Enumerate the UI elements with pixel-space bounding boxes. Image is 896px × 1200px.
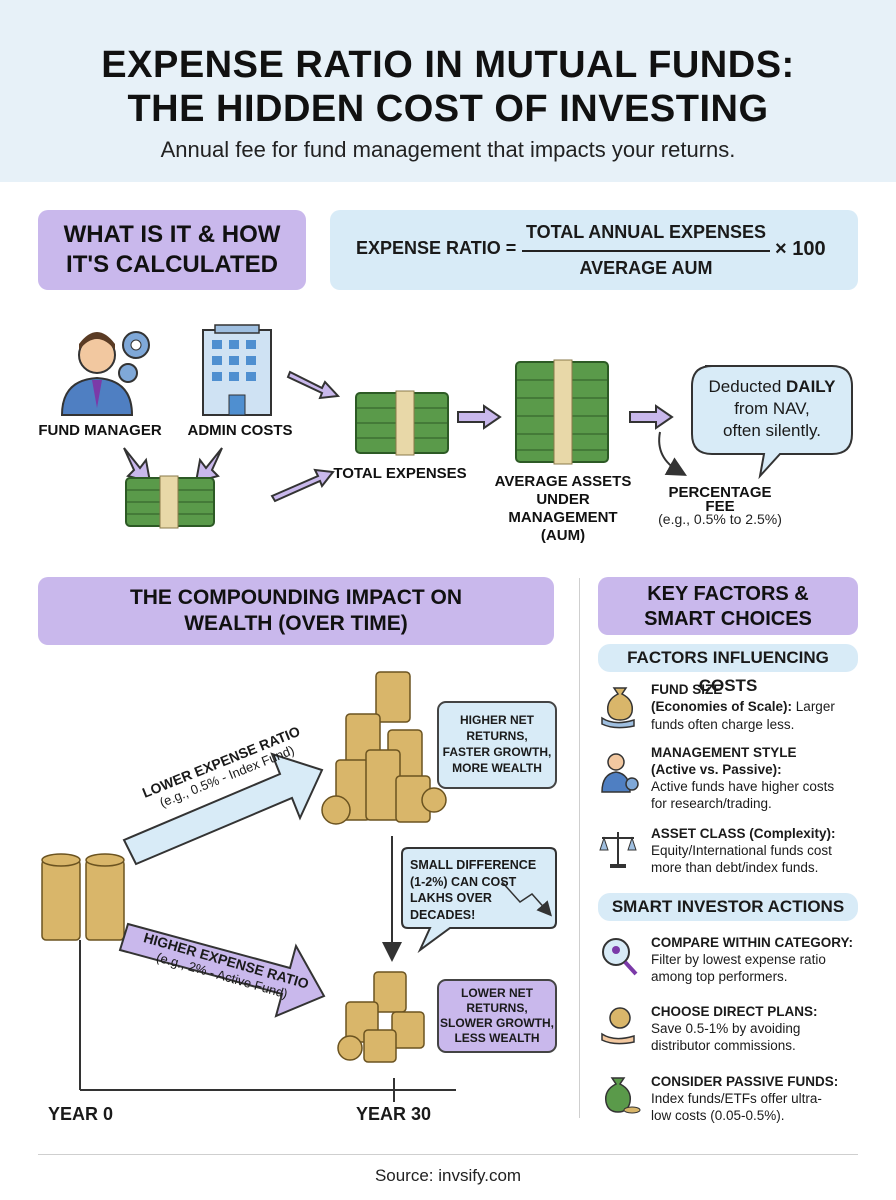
- bubble-line-3: often silently.: [723, 421, 821, 440]
- pct-fee-example: (e.g., 0.5% to 2.5%): [658, 511, 782, 527]
- money-stack-aum-icon: [515, 359, 609, 465]
- factor-3-title: ASSET CLASS (Complexity):: [651, 826, 836, 841]
- factor-management-style: MANAGEMENT STYLE (Active vs. Passive): A…: [651, 744, 861, 812]
- higher-returns-line-1: HIGHER NET: [459, 713, 534, 727]
- impact-heading-line-2: WEALTH (OVER TIME): [184, 612, 408, 635]
- factor-1-title: FUND SIZE: [651, 682, 723, 697]
- action-compare: COMPARE WITHIN CATEGORY: Filter by lowes…: [651, 934, 866, 985]
- coins-high-growth-icon: [321, 671, 447, 825]
- magnifier-person-icon: [602, 938, 638, 976]
- small-diff-line-1: SMALL DIFFERENCE: [410, 858, 537, 872]
- calc-heading-line-2: IT'S CALCULATED: [66, 251, 278, 278]
- impact-illustration: [41, 671, 557, 1102]
- title-line-1: EXPENSE RATIO IN MUTUAL FUNDS:: [101, 44, 795, 86]
- header-band: [0, 0, 896, 182]
- coins-year0-icon: [41, 853, 125, 941]
- action-2-desc2: distributor commissions.: [651, 1038, 796, 1053]
- aum-label: AVERAGE ASSETS UNDER MANAGEMENT (AUM): [480, 473, 646, 545]
- fund-manager-icon: [60, 331, 150, 416]
- higher-returns-callout: HIGHER NET RETURNS, FASTER GROWTH, MORE …: [438, 712, 556, 776]
- higher-returns-line-4: MORE WEALTH: [452, 761, 542, 775]
- factor-1-desc2: funds often charge less.: [651, 717, 795, 732]
- calc-heading: WHAT IS IT & HOW IT'S CALCULATED: [38, 210, 306, 290]
- action-2-title: CHOOSE DIRECT PLANS:: [651, 1004, 818, 1019]
- small-diff-line-3: LAKHS OVER: [410, 891, 492, 905]
- factor-2-title: MANAGEMENT STYLE: [651, 745, 797, 760]
- factors-heading-line-2: SMART CHOICES: [644, 608, 812, 630]
- balance-scale-icon: [599, 832, 637, 868]
- source-text: Source: invsify.com: [374, 1166, 522, 1185]
- formula-multiplier: × 100: [775, 238, 826, 260]
- influencing-costs-title: FACTORS INFLUENCING COSTS: [598, 644, 858, 695]
- money-bag-coins-icon: [604, 1077, 641, 1114]
- total-expenses-label: TOTAL EXPENSES: [333, 465, 467, 482]
- footer-divider: [38, 1154, 858, 1155]
- aum-label-line-1: AVERAGE ASSETS: [494, 473, 632, 490]
- aum-label-line-3: (AUM): [540, 527, 586, 544]
- fund-manager-label: FUND MANAGER: [38, 422, 162, 439]
- action-direct-plans: CHOOSE DIRECT PLANS: Save 0.5-1% by avoi…: [651, 1003, 866, 1054]
- smart-actions-title: SMART INVESTOR ACTIONS: [598, 893, 858, 921]
- money-stack-total-icon: [355, 390, 449, 456]
- factor-fund-size: FUND SIZE (Economies of Scale): Larger f…: [651, 681, 861, 733]
- lower-returns-line-3: SLOWER GROWTH,: [440, 1016, 554, 1030]
- factors-heading: KEY FACTORS & SMART CHOICES: [598, 577, 858, 635]
- factor-icons: [599, 687, 641, 1114]
- action-1-desc2: among top performers.: [651, 969, 788, 984]
- coin-hand-icon: [601, 1007, 635, 1045]
- admin-costs-label: ADMIN COSTS: [187, 422, 293, 439]
- action-3-desc2: low costs (0.05-0.5%).: [651, 1108, 785, 1123]
- bubble-line-2: from NAV,: [734, 399, 810, 418]
- bubble-bold: DAILY: [786, 377, 836, 396]
- pct-fee-line-2: FEE: [705, 498, 735, 515]
- year-30-label: YEAR 30: [356, 1104, 432, 1124]
- small-diff-line-4: DECADES!: [410, 907, 476, 922]
- factor-2-desc3: for research/trading.: [651, 796, 772, 811]
- aum-label-line-2: UNDER MANAGEMENT: [508, 491, 618, 526]
- pct-fee-line-1: PERCENTAGE: [668, 484, 772, 501]
- factor-2-desc2: Active funds have higher costs: [651, 779, 835, 794]
- calc-heading-line-1: WHAT IS IT & HOW: [63, 221, 281, 248]
- subtitle: Annual fee for fund management that impa…: [160, 137, 736, 162]
- factor-3-desc3: more than debt/index funds.: [651, 860, 819, 875]
- factor-asset-class: ASSET CLASS (Complexity): Equity/Interna…: [651, 825, 866, 876]
- higher-returns-line-3: FASTER GROWTH,: [442, 745, 552, 759]
- lower-returns-line-4: LESS WEALTH: [454, 1031, 540, 1045]
- factor-1-title2: (Economies of Scale):: [651, 699, 793, 714]
- factor-2-title2: (Active vs. Passive):: [651, 762, 782, 777]
- higher-returns-line-2: RETURNS,: [466, 729, 528, 743]
- action-1-desc1: Filter by lowest expense ratio: [651, 952, 826, 967]
- formula-denominator: AVERAGE AUM: [579, 258, 713, 278]
- calc-illustration: [60, 324, 853, 529]
- money-stack-small-icon: [125, 475, 215, 529]
- section-divider: [579, 578, 580, 1118]
- action-passive-funds: CONSIDER PASSIVE FUNDS: Index funds/ETFs…: [651, 1073, 866, 1124]
- lower-returns-callout: LOWER NET RETURNS, SLOWER GROWTH, LESS W…: [438, 986, 556, 1046]
- coins-low-growth-icon: [337, 971, 425, 1063]
- year-0-label: YEAR 0: [48, 1104, 114, 1124]
- daily-bubble-text: Deducted DAILY from NAV, often silently.: [692, 376, 852, 442]
- action-3-title: CONSIDER PASSIVE FUNDS:: [651, 1074, 839, 1089]
- factors-heading-line-1: KEY FACTORS &: [647, 583, 809, 605]
- fraction-bar: [522, 250, 770, 252]
- pct-fee-label: PERCENTAGE FEE: [650, 484, 790, 516]
- title-line-2: THE HIDDEN COST OF INVESTING: [127, 88, 769, 130]
- manager-gear-icon: [601, 753, 639, 793]
- formula-left: EXPENSE RATIO =: [356, 238, 517, 258]
- impact-heading: THE COMPOUNDING IMPACT ON WEALTH (OVER T…: [38, 577, 554, 645]
- lower-returns-line-2: RETURNS,: [466, 1001, 528, 1015]
- action-2-desc1: Save 0.5-1% by avoiding: [651, 1021, 801, 1036]
- factor-1-desc1: Larger: [792, 699, 835, 714]
- impact-heading-line-1: THE COMPOUNDING IMPACT ON: [129, 586, 463, 609]
- action-1-title: COMPARE WITHIN CATEGORY:: [651, 935, 853, 950]
- small-diff-line-2: (1-2%) CAN COST: [410, 874, 517, 889]
- office-building-icon: [202, 324, 272, 416]
- small-difference-callout: SMALL DIFFERENCE (1-2%) CAN COST LAKHS O…: [410, 857, 550, 923]
- money-bag-hand-icon: [601, 687, 635, 729]
- formula-numerator: TOTAL ANNUAL EXPENSES: [525, 222, 767, 242]
- action-3-desc1: Index funds/ETFs offer ultra-: [651, 1091, 822, 1106]
- bubble-pre: Deducted: [708, 377, 787, 396]
- factor-3-desc2: Equity/International funds cost: [651, 843, 832, 858]
- lower-returns-line-1: LOWER NET: [461, 986, 533, 1000]
